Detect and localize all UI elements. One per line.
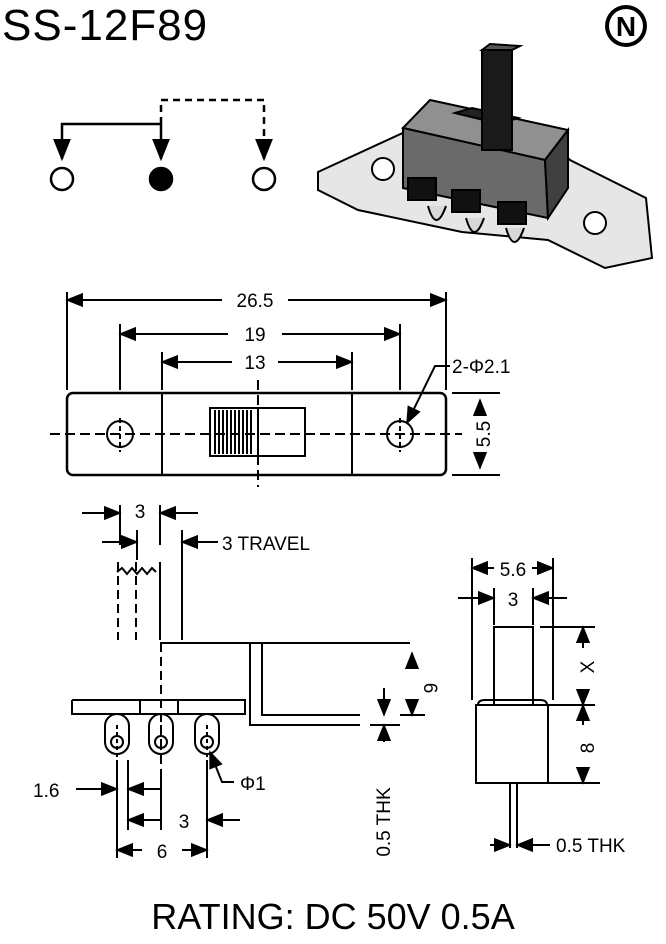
dim-pitch: 3 [179,812,190,833]
dim-mounting-holes: 2-Φ2.1 [452,357,510,378]
brand-logo: N [605,5,647,47]
terminal-right [251,166,277,192]
dim-hole-spacing: 19 [244,325,265,346]
dim-overall-length: 26.5 [237,291,274,312]
dim-span: 6 [157,842,168,863]
top-view: 26.5 19 13 2-Φ2.1 5.5 [50,291,510,487]
dim-pitch-small: 1.6 [33,781,59,802]
terminal-common [148,166,174,192]
logo-letter: N [616,11,636,42]
dim-body-length: 13 [244,353,265,374]
dim-height: 6 [419,683,440,694]
end-dim-width: 5.6 [500,560,526,581]
part-number-title: SS-12F89 [2,1,208,50]
end-dim-x: X [578,660,599,673]
dim-thickness: 0.5 THK [374,787,395,857]
end-dim-height: 8 [578,743,599,754]
terminal-left [49,166,75,192]
dim-width: 5.5 [474,421,495,447]
end-view: 5.6 3 X 8 0.5 THK [458,558,626,857]
rating-text: RATING: DC 50V 0.5A [151,896,514,937]
side-view: 3 3 TRAVEL 6 1.6 Φ1 3 6 0.5 THK [33,502,440,863]
switch-schematic [49,98,277,192]
switch-product-illustration [317,42,654,270]
end-dim-actuator: 3 [508,590,519,611]
end-dim-thickness: 0.5 THK [556,836,626,857]
dim-pin-diameter: Φ1 [240,774,266,795]
dim-travel: 3 TRAVEL [222,534,310,555]
dim-actuator-width: 3 [135,502,146,523]
